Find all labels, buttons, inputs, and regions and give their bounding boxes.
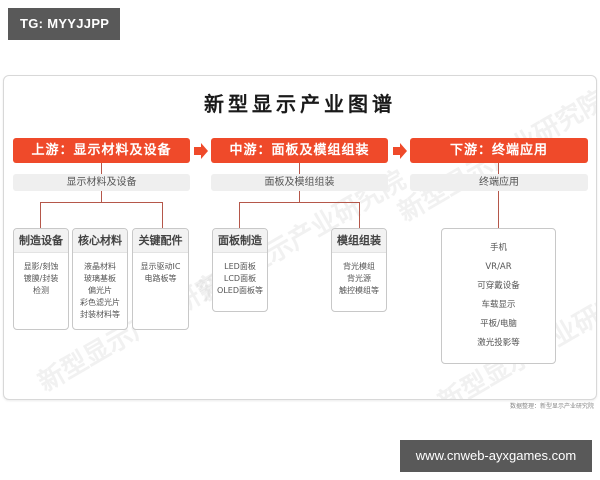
connector-line (299, 163, 300, 174)
website-banner: www.cnweb-ayxgames.com (400, 440, 592, 472)
connector-line (40, 202, 163, 203)
box-item: 显示驱动IC (140, 262, 181, 271)
box-module-assembly: 模组组装 背光模组 背光源 触控模组等 (331, 228, 387, 312)
connector-line (40, 202, 41, 229)
box-manufacturing-equipment: 制造设备 显影/刻蚀 镀膜/封装 检测 (13, 228, 69, 330)
box-item: OLED面板等 (217, 286, 263, 295)
connector-line (101, 191, 102, 203)
box-core-materials: 核心材料 液晶材料 玻璃基板 偏光片 彩色滤光片 封装材料等 (72, 228, 128, 330)
connector-line (359, 202, 360, 229)
box-item: 镀膜/封装 (23, 274, 59, 283)
box-title: 关键配件 (133, 229, 188, 253)
downstream-subheader: 终端应用 (410, 174, 588, 191)
box-item: 检测 (33, 286, 49, 295)
box-title: 制造设备 (14, 229, 68, 253)
upstream-subheader: 显示材料及设备 (13, 174, 190, 191)
source-note: 数据整理：新型显示产业研究院 (509, 403, 594, 410)
downstream-header: 下游：终端应用 (410, 138, 588, 163)
arrow-right-icon (393, 143, 407, 159)
box-item: 偏光片 (88, 286, 112, 295)
connector-line (239, 202, 360, 203)
box-item: LCD面板 (223, 274, 257, 283)
connector-line (299, 191, 300, 203)
box-item: 背光源 (347, 274, 371, 283)
box-item: LED面板 (224, 262, 256, 271)
box-item: 平板/电脑 (480, 319, 517, 329)
box-item: 车载显示 (481, 300, 516, 310)
midstream-subheader: 面板及模组组装 (211, 174, 388, 191)
box-item: 手机 (489, 243, 507, 253)
box-title: 模组组装 (332, 229, 386, 253)
box-panel-manufacturing: 面板制造 LED面板 LCD面板 OLED面板等 (212, 228, 268, 312)
box-title: 核心材料 (73, 229, 127, 253)
box-item: 液晶材料 (84, 262, 116, 271)
tg-tag-label: TG: MYYJJPP (8, 8, 120, 40)
box-item: 彩色滤光片 (80, 298, 120, 307)
box-item: 激光投影等 (477, 338, 520, 348)
upstream-header: 上游：显示材料及设备 (13, 138, 190, 163)
connector-line (498, 191, 499, 229)
arrow-right-icon (194, 143, 208, 159)
box-item: 电路板等 (144, 274, 177, 283)
diagram-title: 新型显示产业图谱 (204, 92, 396, 116)
connector-line (498, 163, 499, 174)
box-item: 可穿戴设备 (477, 281, 520, 291)
connector-line (101, 163, 102, 174)
box-item: 显影/刻蚀 (23, 262, 59, 271)
box-item: 背光模组 (343, 262, 375, 271)
midstream-header: 中游：面板及模组组装 (211, 138, 388, 163)
box-item: 触控模组等 (339, 286, 379, 295)
box-item: 封装材料等 (80, 310, 120, 319)
box-item: VR/AR (485, 262, 512, 272)
box-end-applications: 手机 VR/AR 可穿戴设备 车载显示 平板/电脑 激光投影等 (441, 228, 556, 364)
box-item: 玻璃基板 (84, 274, 116, 283)
connector-line (239, 202, 240, 229)
box-key-components: 关键配件 显示驱动IC 电路板等 (132, 228, 189, 330)
box-title: 面板制造 (213, 229, 267, 253)
connector-line (162, 202, 163, 229)
